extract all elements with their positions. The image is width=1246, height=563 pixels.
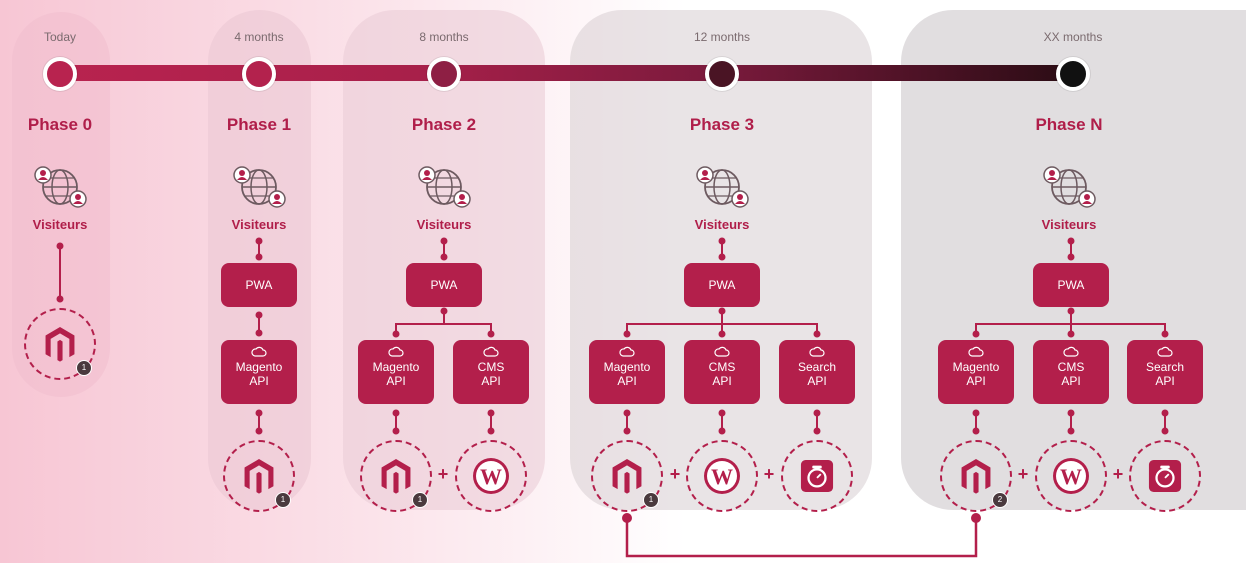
search-service-icon bbox=[1148, 459, 1182, 493]
visitors-label: Visiteurs bbox=[416, 217, 472, 232]
magento-backend: 1 bbox=[223, 440, 295, 512]
cloud-icon bbox=[251, 346, 267, 358]
plus-sign: + bbox=[669, 464, 681, 484]
timeline-dot-2 bbox=[427, 57, 461, 91]
cloud-icon bbox=[619, 346, 635, 358]
phase-n-column bbox=[901, 10, 1246, 510]
tick-12-months: 12 months bbox=[693, 30, 751, 44]
plus-sign: + bbox=[1112, 464, 1124, 484]
tick-4-months: 4 months bbox=[234, 30, 284, 44]
phase-1-title: Phase 1 bbox=[226, 115, 292, 134]
version-badge: 1 bbox=[275, 492, 291, 508]
wordpress-backend bbox=[686, 440, 758, 512]
plus-sign: + bbox=[437, 464, 449, 484]
version-badge: 1 bbox=[76, 360, 92, 376]
version-badge: 1 bbox=[643, 492, 659, 508]
phase-0-title: Phase 0 bbox=[27, 115, 93, 134]
wordpress-backend bbox=[1035, 440, 1107, 512]
tick-xx-months: XX months bbox=[1043, 30, 1103, 44]
wordpress-icon bbox=[702, 456, 742, 496]
cloud-icon bbox=[968, 346, 984, 358]
search-backend bbox=[781, 440, 853, 512]
pwa-box: PWA bbox=[406, 263, 482, 307]
magento-backend: 1 bbox=[360, 440, 432, 512]
magento-icon bbox=[242, 457, 276, 495]
phase-3-title: Phase 3 bbox=[689, 115, 755, 134]
tick-today: Today bbox=[43, 30, 77, 44]
wordpress-backend bbox=[455, 440, 527, 512]
cloud-icon bbox=[483, 346, 499, 358]
pwa-box: PWA bbox=[684, 263, 760, 307]
visitors-label: Visiteurs bbox=[32, 217, 88, 232]
pwa-box: PWA bbox=[1033, 263, 1109, 307]
phase-2-title: Phase 2 bbox=[411, 115, 477, 134]
timeline-dot-1 bbox=[242, 57, 276, 91]
cloud-icon bbox=[1063, 346, 1079, 358]
magento-backend: 1 bbox=[24, 308, 96, 380]
plus-sign: + bbox=[1017, 464, 1029, 484]
version-badge: 1 bbox=[412, 492, 428, 508]
timeline-dot-0 bbox=[43, 57, 77, 91]
timeline-dot-3 bbox=[705, 57, 739, 91]
visitors-label: Visiteurs bbox=[1041, 217, 1097, 232]
magento-icon bbox=[43, 325, 77, 363]
timeline-bar bbox=[60, 65, 1075, 81]
tick-8-months: 8 months bbox=[419, 30, 469, 44]
wordpress-icon bbox=[1051, 456, 1091, 496]
plus-sign: + bbox=[763, 464, 775, 484]
visitors-label: Visiteurs bbox=[231, 217, 287, 232]
cloud-icon bbox=[809, 346, 825, 358]
magento-icon bbox=[610, 457, 644, 495]
phase-n-title: Phase N bbox=[1035, 115, 1103, 134]
wordpress-icon bbox=[471, 456, 511, 496]
cloud-icon bbox=[714, 346, 730, 358]
magento-backend: 2 bbox=[940, 440, 1012, 512]
magento-icon bbox=[379, 457, 413, 495]
magento-backend: 1 bbox=[591, 440, 663, 512]
search-service-icon bbox=[800, 459, 834, 493]
cloud-icon bbox=[1157, 346, 1173, 358]
timeline-dot-n bbox=[1056, 57, 1090, 91]
search-backend bbox=[1129, 440, 1201, 512]
cloud-icon bbox=[388, 346, 404, 358]
pwa-box: PWA bbox=[221, 263, 297, 307]
version-badge: 2 bbox=[992, 492, 1008, 508]
visitors-label: Visiteurs bbox=[694, 217, 750, 232]
magento-icon bbox=[959, 457, 993, 495]
